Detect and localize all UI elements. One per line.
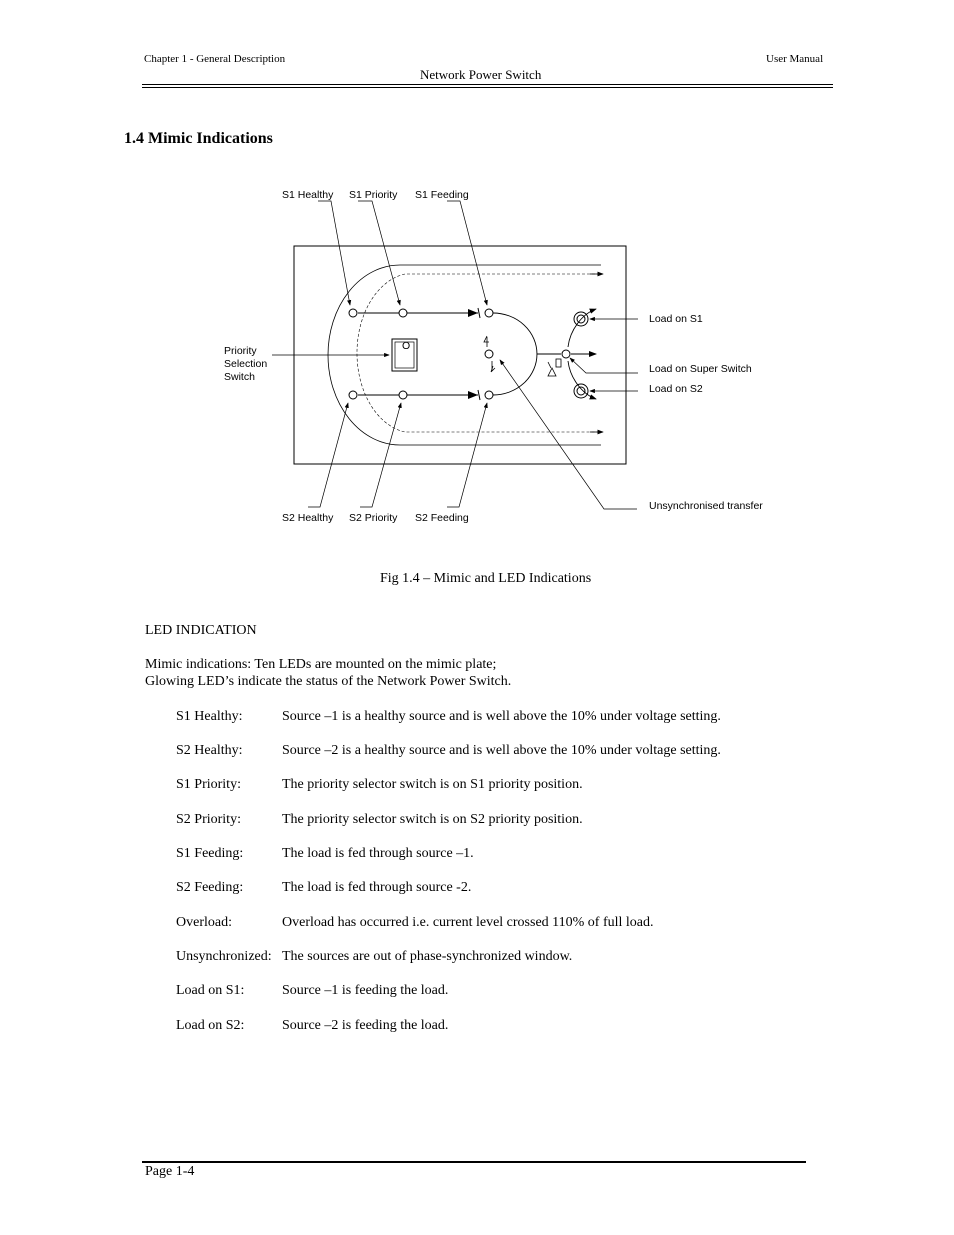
label-s2-feeding: S2 Feeding (415, 512, 469, 524)
s2-feeding-led (484, 390, 494, 400)
footer-rule (142, 1161, 806, 1163)
led-definition: The load is fed through source –1. (282, 846, 474, 861)
led-term: S2 Priority: (176, 812, 241, 827)
led-term: Unsynchronized: (176, 949, 272, 964)
priority-selection-switch (391, 338, 418, 372)
led-term: Load on S1: (176, 983, 245, 998)
label-priority-line2: Selection (224, 358, 267, 370)
label-load-on-s2: Load on S2 (649, 383, 703, 395)
mimic-figure: O S1 Healthy S1 Priority S1 Feeding S2 H… (224, 189, 763, 524)
led-term: S2 Healthy: (176, 743, 243, 758)
led-term: Overload: (176, 915, 232, 930)
label-load-on-super-switch: Load on Super Switch (649, 363, 752, 375)
load-on-s2-led (576, 386, 586, 396)
unsynchronised-led (484, 349, 494, 359)
label-s2-priority: S2 Priority (349, 512, 398, 524)
led-definition: Source –1 is a healthy source and is wel… (282, 709, 721, 724)
label-unsynchronised-transfer: Unsynchronised transfer (649, 500, 763, 512)
led-term: S1 Healthy: (176, 709, 243, 724)
figure-caption: Fig 1.4 – Mimic and LED Indications (380, 571, 592, 586)
header-rule-bottom (142, 87, 833, 88)
s2-healthy-led (348, 390, 358, 400)
led-definition: The priority selector switch is on S2 pr… (282, 812, 583, 827)
page-number: Page 1-4 (145, 1164, 195, 1179)
super-switch-led (561, 349, 571, 359)
led-definition: Source –2 is feeding the load. (282, 1018, 449, 1033)
led-term: Load on S2: (176, 1018, 245, 1033)
intro-line-1: Mimic indications: Ten LEDs are mounted … (145, 657, 497, 672)
led-definition: The sources are out of phase-synchronize… (282, 949, 573, 964)
led-term: S1 Priority: (176, 777, 241, 792)
label-s2-healthy: S2 Healthy (282, 512, 334, 524)
s2-priority-led (398, 390, 408, 400)
led-term: S1 Feeding: (176, 846, 244, 861)
led-definition: Overload has occurred i.e. current level… (282, 915, 654, 930)
label-s1-feeding: S1 Feeding (415, 189, 469, 201)
led-term: S2 Feeding: (176, 880, 244, 895)
led-definition: The load is fed through source -2. (282, 880, 472, 895)
led-definition: Source –2 is a healthy source and is wel… (282, 743, 721, 758)
header-chapter: Chapter 1 - General Description (144, 53, 286, 65)
label-priority-line3: Switch (224, 371, 255, 383)
svg-text:O: O (402, 340, 410, 352)
led-heading: LED INDICATION (145, 623, 257, 638)
label-s1-healthy: S1 Healthy (282, 189, 334, 201)
s1-healthy-led (348, 308, 358, 318)
header-title: Network Power Switch (420, 67, 542, 82)
section-title: 1.4 Mimic Indications (124, 130, 273, 147)
s1-priority-led (398, 308, 408, 318)
label-load-on-s1: Load on S1 (649, 313, 703, 325)
header-rule-top (142, 84, 833, 85)
led-definition: Source –1 is feeding the load. (282, 983, 449, 998)
header-manual: User Manual (766, 53, 824, 65)
s1-feeding-led (484, 308, 494, 318)
label-priority-line1: Priority (224, 345, 257, 357)
intro-line-2: Glowing LED’s indicate the status of the… (145, 674, 512, 689)
led-definition: The priority selector switch is on S1 pr… (282, 777, 583, 792)
label-s1-priority: S1 Priority (349, 189, 398, 201)
